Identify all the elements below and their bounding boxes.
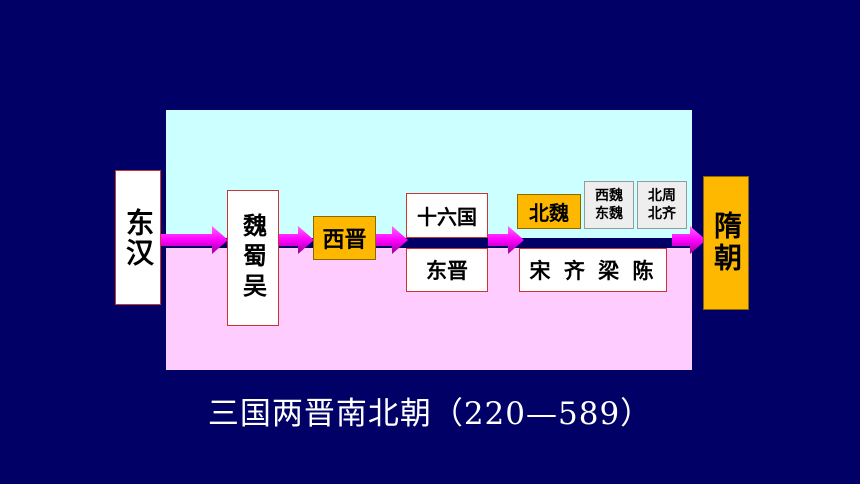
box-suichao: 隋朝 <box>703 176 749 310</box>
arrow-to-suichao <box>672 226 706 254</box>
box-xiwei-dongwei: 西魏 东魏 <box>584 181 634 229</box>
arrow-donghan-to-wei-shu-wu <box>161 226 228 254</box>
arrow-wei-shu-wu-to-xijin <box>279 226 314 254</box>
box-dongjin: 东晋 <box>406 248 488 292</box>
box-shiliuguo: 十六国 <box>406 193 488 238</box>
box-wei-shu-wu: 魏蜀吴 <box>227 190 279 326</box>
arrow-xijin-to-next <box>376 226 408 254</box>
box-song-qi-liang-chen: 宋 齐 梁 陈 <box>519 248 667 292</box>
box-xijin: 西晋 <box>313 216 376 260</box>
box-beizhou-beiqi: 北周 北齐 <box>637 181 687 229</box>
box-donghan: 东汉 <box>115 170 161 305</box>
arrow-dongjin-to-nanbei <box>488 226 524 254</box>
box-beiwei: 北魏 <box>517 194 581 229</box>
label-beiqi: 北齐 <box>648 206 676 222</box>
label-xiwei: 西魏 <box>595 188 623 204</box>
label-beizhou: 北周 <box>648 188 676 204</box>
label-dongwei: 东魏 <box>595 206 623 222</box>
caption-title: 三国两晋南北朝（220—589） <box>207 396 653 432</box>
